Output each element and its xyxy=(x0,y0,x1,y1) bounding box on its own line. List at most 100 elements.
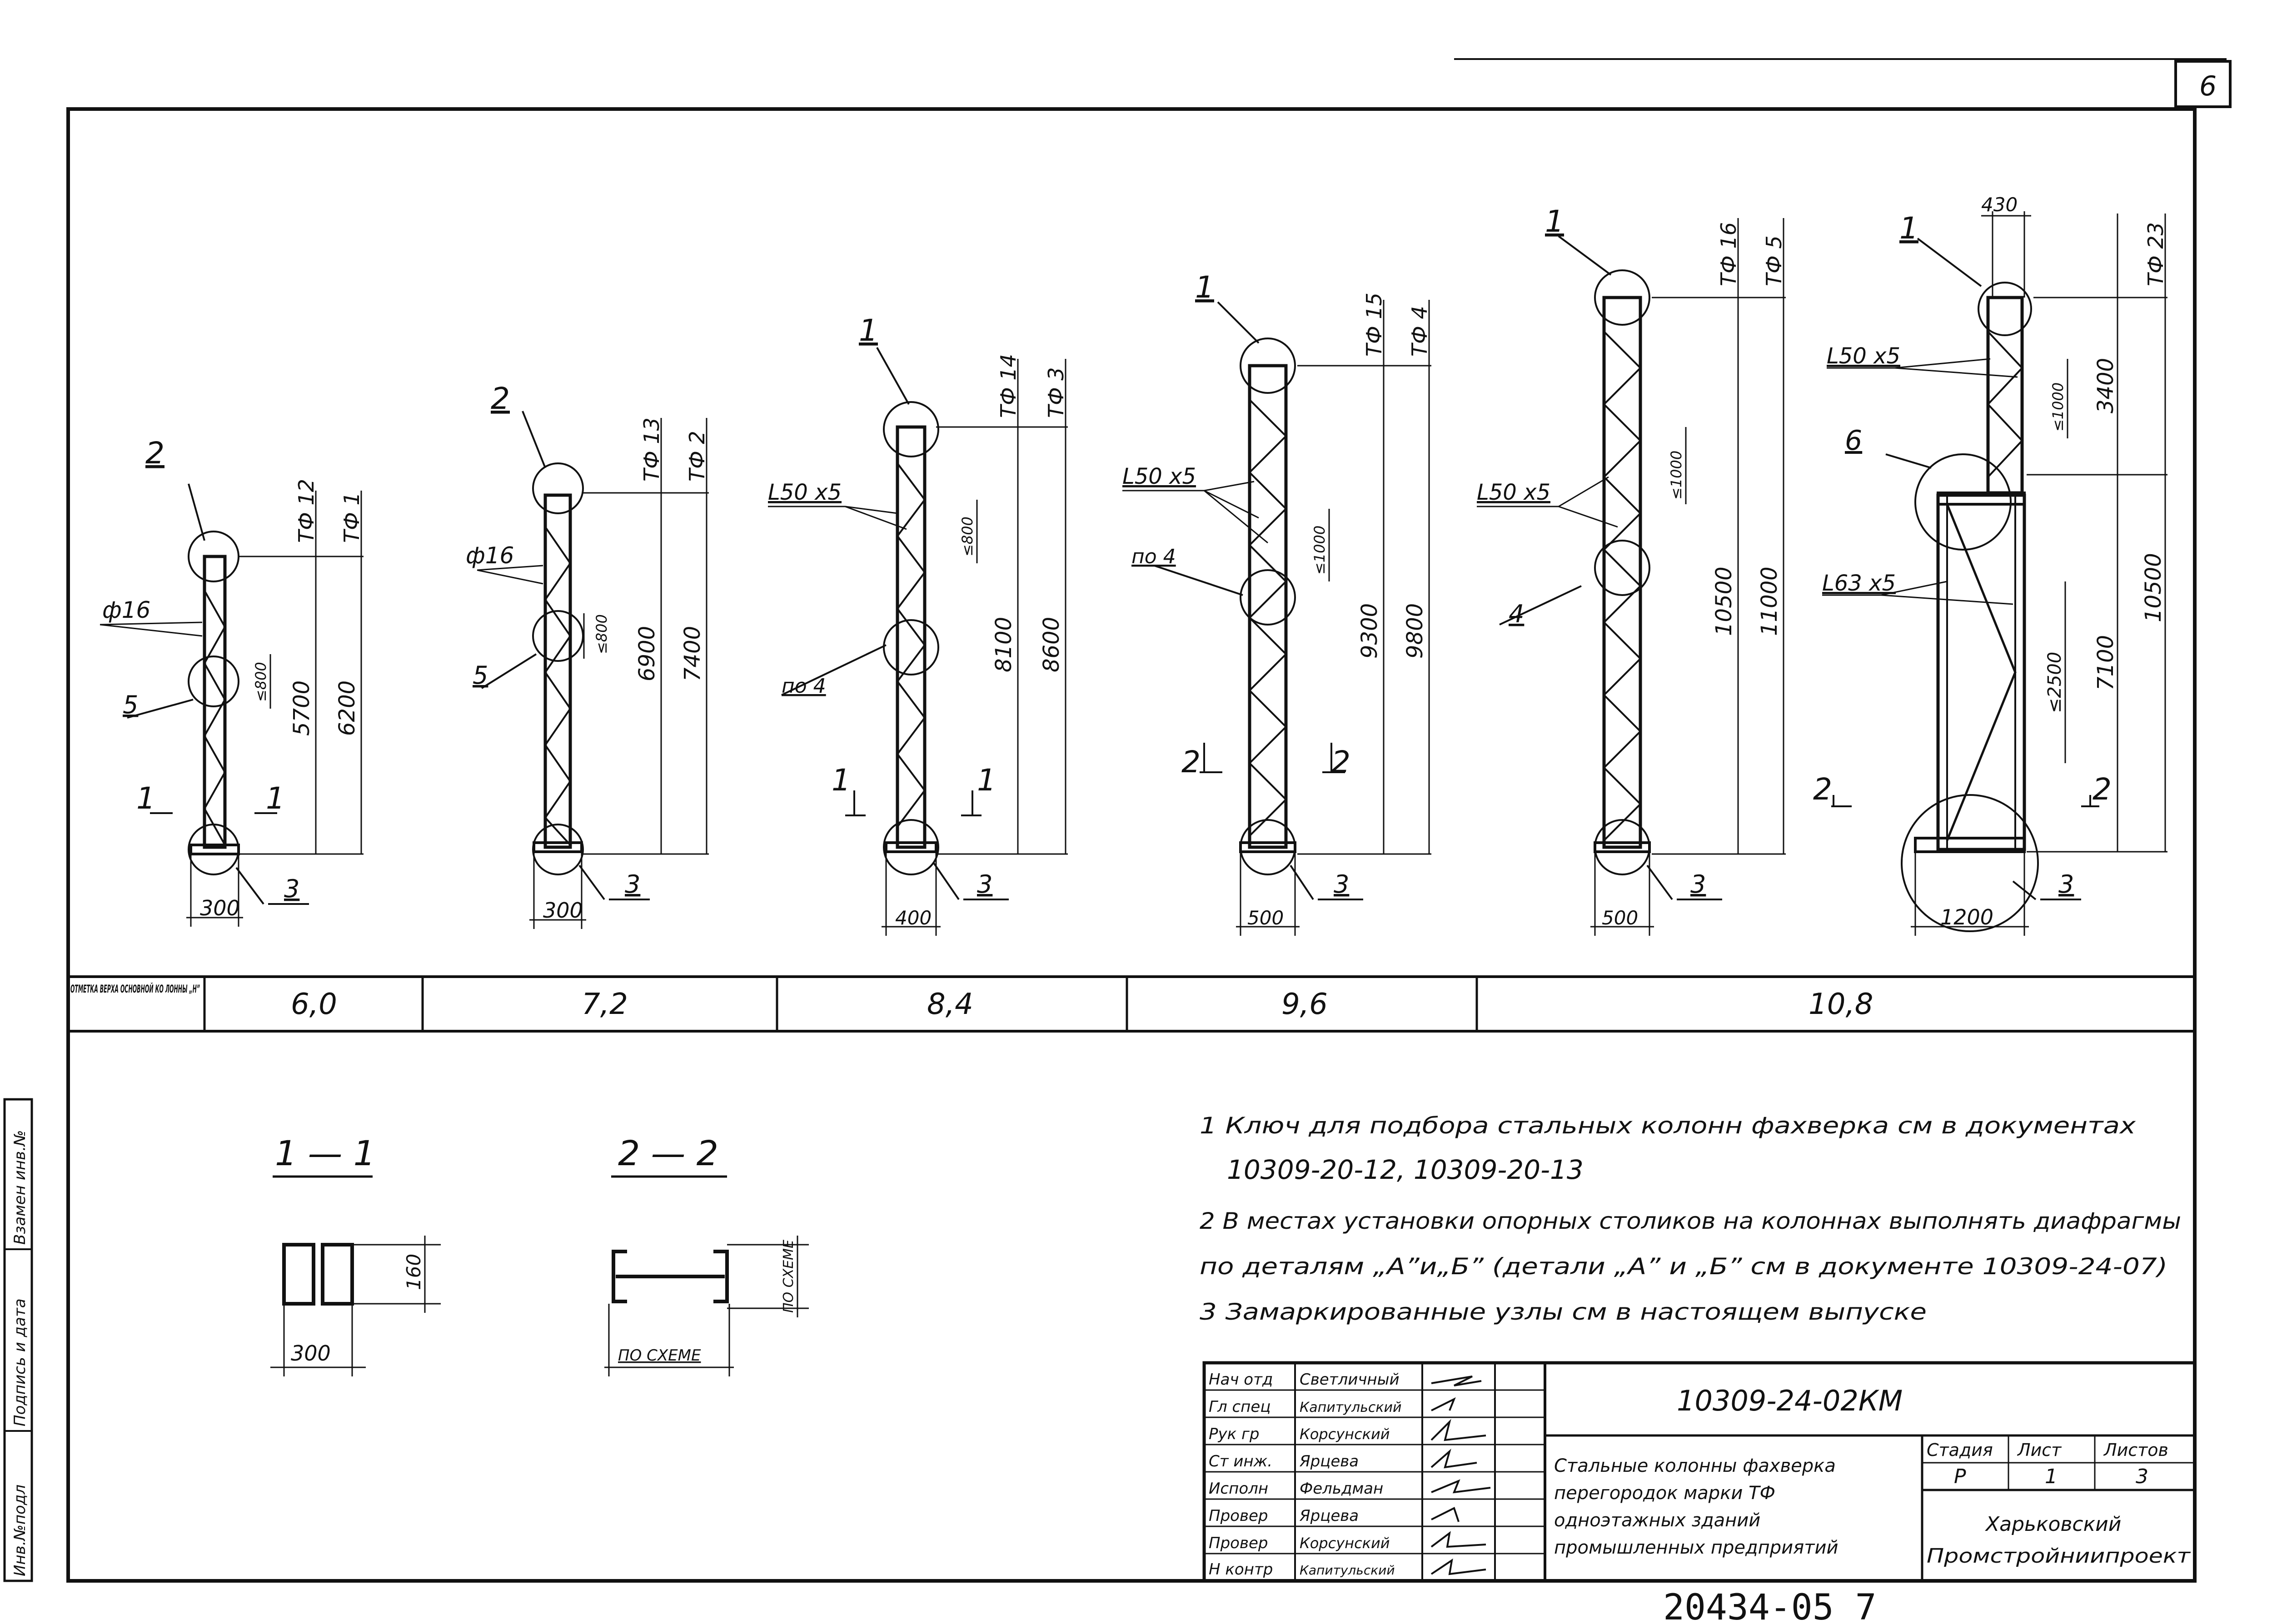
section-right-col1: 1 xyxy=(266,781,285,816)
role-8: Н контр xyxy=(1209,1560,1273,1579)
base-col6: 3 xyxy=(2058,870,2074,899)
sheet-value: 1 xyxy=(2045,1465,2058,1488)
section-2-title: 2 — 2 xyxy=(618,1133,718,1173)
signature-6 xyxy=(1431,1507,1460,1522)
section-left-col6: 2 xyxy=(1813,772,1832,807)
stamp-signature: Подпись и дата xyxy=(11,1298,29,1426)
base-col4: 3 xyxy=(1334,870,1349,899)
height-value-5: 10,8 xyxy=(1809,988,1873,1021)
role-5: Исполн xyxy=(1209,1480,1268,1498)
mark-lower-col3: ТФ 3 xyxy=(1044,367,1068,418)
name-1: Светличный xyxy=(1300,1371,1400,1389)
section-1-height: 160 xyxy=(403,1254,425,1290)
node-col3: по 4 xyxy=(782,675,826,698)
note-2-details: по деталям „А”и„Б” (детали „А” и „Б” см … xyxy=(1200,1253,2167,1280)
height-table: ОТМЕТКА ВЕРХА ОСНОВНОЙ КО ЛОННЫ „Н” 6,0 … xyxy=(70,977,1873,1031)
node-col2: 5 xyxy=(473,661,488,690)
section-2-height: ПО СХЕМЕ xyxy=(781,1240,797,1313)
column-tf15: 1 ТФ 15 ТФ 4 9300 9800 ≤1000 500 L50 x5 … xyxy=(1122,270,1432,936)
sheet-label: Лист xyxy=(2017,1440,2062,1460)
mark-lower-col2: ТФ 2 xyxy=(685,431,709,482)
bar-col4: L50 x5 xyxy=(1122,464,1196,489)
dim-lower-col2: 7400 xyxy=(680,626,705,681)
mark-lower-col4: ТФ 4 xyxy=(1407,306,1432,357)
brace-col1: ≤800 xyxy=(252,662,269,702)
callout-col5: 1 xyxy=(1545,204,1564,239)
bar-col1: ф16 xyxy=(102,597,150,623)
org-line-2: Промстройниипроект xyxy=(1927,1545,2191,1568)
stamp-replace: Взамен инв.№ xyxy=(11,1130,29,1245)
stage-label: Стадия xyxy=(1927,1440,1993,1460)
width-col1: 300 xyxy=(200,896,240,920)
height-value-3: 8,4 xyxy=(927,988,973,1021)
name-7: Корсунский xyxy=(1300,1535,1390,1552)
width-col5: 500 xyxy=(1602,907,1638,929)
section-left-col4: 2 xyxy=(1181,745,1201,780)
footer-archive-number: 20434-05 7 xyxy=(1663,1587,1877,1624)
side-stamp: Инв.№подл Подпись и дата Взамен инв.№ xyxy=(3,1098,33,1582)
section-2-2: 2 — 2 ПО СХЕМЕ ПО СХЕМЕ xyxy=(604,1133,809,1376)
section-1-1: 1 — 1 300 160 xyxy=(270,1133,441,1376)
base-col2: 3 xyxy=(625,870,640,899)
node-col1: 5 xyxy=(123,690,138,719)
mark-upper-col6: ТФ 23 xyxy=(2143,222,2168,286)
column-tf16: 1 ТФ 16 ТФ 5 10500 11000 ≤1000 500 L50 x… xyxy=(1477,204,1786,936)
dim-upper-col2: 6900 xyxy=(634,626,660,681)
width-col6: 1200 xyxy=(1940,905,1993,929)
mark-upper-col2: ТФ 13 xyxy=(639,417,664,482)
role-3: Рук гр xyxy=(1209,1425,1259,1443)
height-value-2: 7,2 xyxy=(582,988,628,1021)
signature-8 xyxy=(1430,1558,1486,1575)
role-4: Ст инж. xyxy=(1209,1452,1272,1470)
name-3: Корсунский xyxy=(1300,1425,1390,1443)
name-6: Ярцева xyxy=(1299,1507,1359,1525)
base-col3: 3 xyxy=(977,870,992,899)
node-col5: 4 xyxy=(1509,600,1524,628)
sheets-label: Листов xyxy=(2103,1440,2168,1460)
dim-lower-col5: 11000 xyxy=(1757,566,1782,636)
name-2: Капитульский xyxy=(1300,1400,1402,1415)
brace-col3: ≤800 xyxy=(959,517,976,556)
brace-col5: ≤1000 xyxy=(1668,451,1685,500)
role-2: Гл спец xyxy=(1209,1398,1271,1416)
section-2-width: ПО СХЕМЕ xyxy=(618,1346,701,1365)
width-col4: 500 xyxy=(1247,907,1284,929)
mark-lower-col5: ТФ 5 xyxy=(1762,235,1786,286)
note-1-docs: 10309-20-12, 10309-20-13 xyxy=(1227,1154,1584,1185)
stage-value: Р xyxy=(1954,1465,1966,1488)
desc-line-2: перегородок марки ТФ xyxy=(1554,1483,1775,1504)
signature-3 xyxy=(1430,1419,1486,1441)
notes: 1 Ключ для подбора стальных колонн фахве… xyxy=(1200,1112,2181,1325)
mark-upper-col4: ТФ 15 xyxy=(1362,293,1386,357)
dim-upper-col6: 3400 xyxy=(2093,358,2118,413)
bar-col2: ф16 xyxy=(466,542,514,569)
role-6: Провер xyxy=(1209,1507,1268,1525)
dim-upper-col5: 10500 xyxy=(1711,566,1737,636)
node-col6: 6 xyxy=(1845,425,1862,457)
doc-code: 10309-24-02КМ xyxy=(1677,1384,1903,1417)
page-number-box xyxy=(2174,60,2232,108)
page-number: 6 xyxy=(2199,70,2217,102)
note-3: 3 Замаркированные узлы см в настоящем вы… xyxy=(1200,1299,1927,1325)
width-col3: 400 xyxy=(895,907,932,929)
dim-lower-col4: 9800 xyxy=(1402,603,1428,659)
column-tf13: 2 ТФ 13 ТФ 2 6900 7400 ≤800 300 ф16 5 3 xyxy=(466,381,709,929)
height-table-header: ОТМЕТКА ВЕРХА ОСНОВНОЙ КО ЛОННЫ „Н” xyxy=(70,982,200,995)
callout-col3: 1 xyxy=(859,313,878,348)
signature-1 xyxy=(1431,1376,1482,1386)
role-1: Нач отд xyxy=(1209,1371,1273,1389)
note-2: 2 В местах установки опорных столиков на… xyxy=(1200,1208,2181,1234)
brace-col4: ≤1000 xyxy=(1311,526,1328,575)
org-line-1: Харьковский xyxy=(1985,1513,2121,1536)
section-right-col3: 1 xyxy=(977,763,996,798)
mark-upper-col5: ТФ 16 xyxy=(1716,222,1741,286)
section-left-col1: 1 xyxy=(136,781,155,816)
title-block: 10309-24-02КМ Нач отд Светличный Гл спец… xyxy=(1202,1361,2197,1583)
desc-line-1: Стальные колонны фахверка xyxy=(1554,1455,1836,1476)
mark-upper-col1: ТФ 12 xyxy=(294,479,319,543)
callout-col2: 2 xyxy=(491,381,510,416)
dim-mid-col6: 7100 xyxy=(2093,635,2118,690)
width-col2: 300 xyxy=(543,898,583,923)
section-1-title: 1 — 1 xyxy=(275,1133,375,1173)
node-col4: по 4 xyxy=(1131,545,1176,568)
